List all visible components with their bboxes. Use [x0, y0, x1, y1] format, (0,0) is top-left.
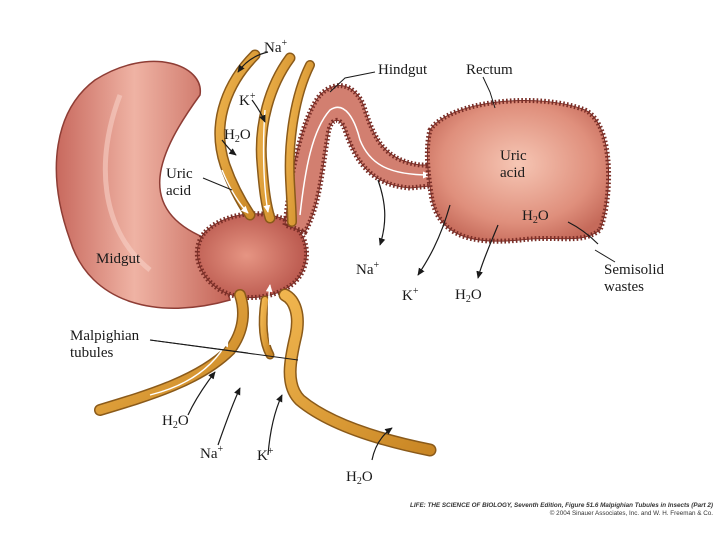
label-rectum: Rectum: [466, 62, 513, 78]
label-uric-acid-rectum: Uric acid: [500, 148, 527, 182]
label-h2o-bottom: H2O: [346, 469, 373, 490]
caption-line-1: LIFE: THE SCIENCE OF BIOLOGY, Seventh Ed…: [357, 502, 713, 510]
figure-caption: LIFE: THE SCIENCE OF BIOLOGY, Seventh Ed…: [357, 502, 713, 518]
label-na-top: Na+: [264, 36, 287, 56]
label-hindgut: Hindgut: [378, 62, 427, 78]
hindgut-shape: [285, 86, 440, 232]
label-h2o-top: H2O: [224, 127, 251, 148]
label-k-mid: K+: [402, 284, 418, 304]
label-k-top: K+: [239, 89, 255, 109]
label-h2o-rectum: H2O: [522, 208, 549, 229]
label-midgut: Midgut: [96, 251, 140, 267]
label-uric-acid-left: Uric acid: [166, 166, 193, 200]
lower-tubules: [100, 295, 430, 450]
label-k-bottom: K+: [257, 444, 273, 464]
caption-line-2: © 2004 Sinauer Associates, Inc. and W. H…: [357, 510, 713, 518]
label-na-bottom: Na+: [200, 442, 223, 462]
label-h2o-rectum-below: H2O: [455, 287, 482, 308]
label-h2o-left: H2O: [162, 413, 189, 434]
label-malpighian-tubules: Malpighian tubules: [70, 328, 139, 362]
label-semisolid-wastes: Semisolid wastes: [604, 262, 664, 296]
label-na-mid: Na+: [356, 258, 379, 278]
